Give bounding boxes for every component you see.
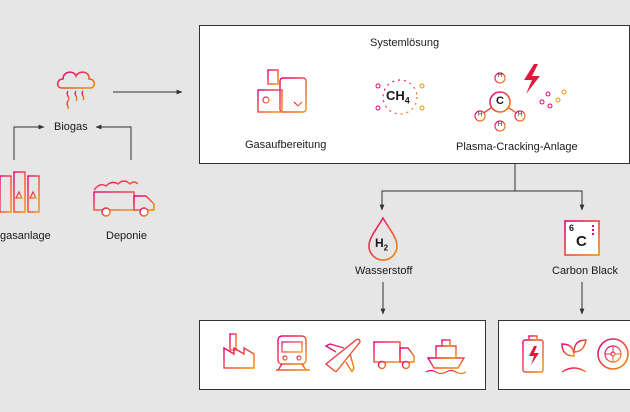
- plasma-h-top: H: [498, 73, 503, 79]
- carbon-element-icon: [564, 220, 600, 256]
- carbon-number: 6: [569, 223, 575, 233]
- hydrogen-drop-icon: [368, 216, 398, 261]
- methane-molecule-icon: [375, 79, 425, 115]
- plasma-h-left: H: [478, 112, 483, 118]
- tire-icon: [597, 338, 629, 370]
- plant-icon: [561, 339, 587, 373]
- lightning-icon: [524, 64, 540, 94]
- plasma-h-right: H: [518, 112, 523, 118]
- airplane-icon: [324, 338, 361, 372]
- ship-icon: [425, 339, 467, 374]
- methane-label: CH4: [386, 88, 410, 106]
- carbon-uses-box: [498, 320, 630, 390]
- arrow-biogasanlage-to-biogas: [13, 124, 45, 160]
- train-icon: [276, 335, 310, 371]
- gas-processing-icon: [254, 69, 312, 115]
- biogas-plant-icon: [0, 171, 42, 213]
- battery-icon: [522, 335, 544, 373]
- biogas-cloud-icon: [56, 71, 96, 110]
- wasserstoff-label: Wasserstoff: [355, 265, 413, 277]
- hydrogen-uses-box: [199, 320, 486, 390]
- biogasanlage-label: gasanlage: [0, 230, 51, 242]
- plasma-label: Plasma-Cracking-Anlage: [456, 141, 578, 153]
- system-title: Systemlösung: [370, 37, 440, 49]
- biogas-label: Biogas: [54, 121, 88, 133]
- industry-icon: [222, 333, 264, 370]
- h2-symbol: H2: [375, 236, 389, 253]
- truck-icon: [373, 341, 415, 370]
- plasma-h-bottom: H: [498, 122, 503, 128]
- split-line: [379, 164, 516, 211]
- plasma-carbon-atom: C: [496, 95, 504, 107]
- plasma-cracking-icon: [474, 64, 567, 132]
- carbon-black-label: Carbon Black: [552, 265, 619, 277]
- gasaufbereitung-label: Gasaufbereitung: [245, 139, 327, 151]
- arrow-deponie-to-biogas: [95, 124, 132, 160]
- split-line-right: [515, 190, 585, 211]
- deponie-label: Deponie: [106, 230, 147, 242]
- landfill-truck-icon: [93, 180, 155, 217]
- carbon-big-symbol: C: [576, 233, 587, 250]
